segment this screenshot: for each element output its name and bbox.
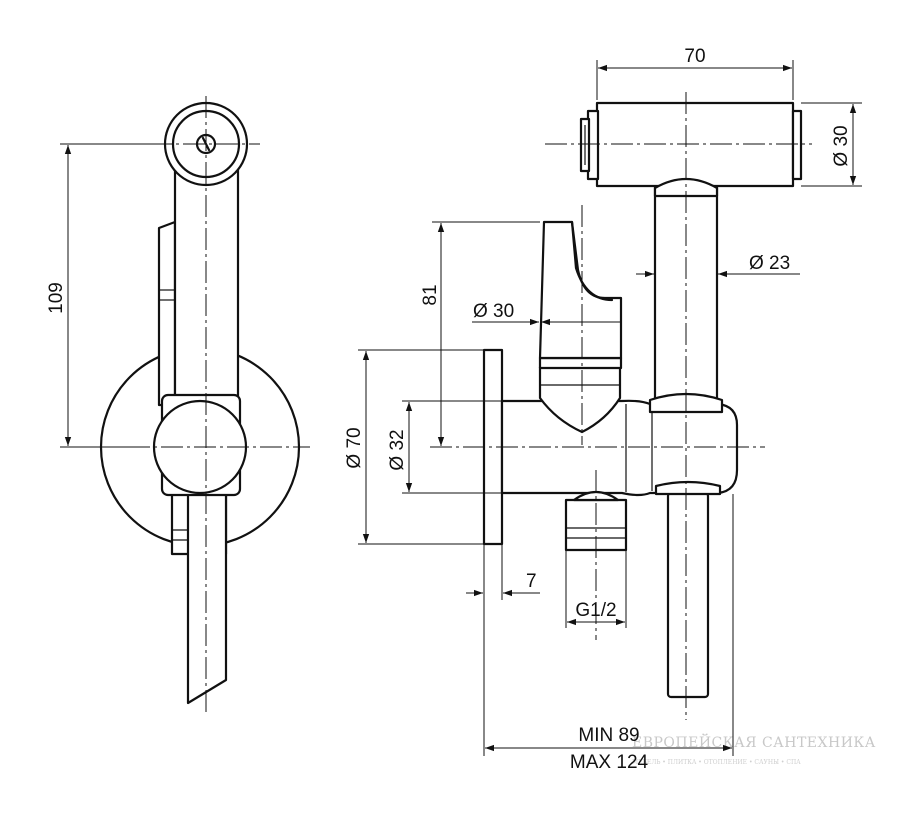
lever-cap	[538, 356, 623, 370]
hose	[666, 491, 710, 699]
side-view: 109	[46, 96, 310, 715]
dim-109-label: 109	[46, 282, 67, 314]
dim-depth-max-label: MAX 124	[570, 752, 649, 773]
dim-rosette-diameter-label: Ø 70	[344, 427, 365, 468]
dim-70-top-label: 70	[684, 46, 705, 67]
lever-body	[538, 220, 623, 360]
dim-lever-diameter-label: Ø 30	[473, 301, 514, 322]
dim-head-diameter-label: Ø 30	[831, 125, 852, 166]
valve-body	[500, 399, 739, 497]
head-end-cap-right	[791, 109, 803, 181]
dim-81-label: 81	[420, 284, 441, 305]
dim-rosette-thickness-label: 7	[526, 571, 537, 592]
side-lever	[157, 220, 177, 407]
dim-tube-diameter-label: Ø 23	[749, 253, 790, 274]
dim-depth-min-label: MIN 89	[578, 725, 639, 746]
dim-body-diameter-label: Ø 32	[387, 429, 408, 470]
watermark-subtext: МЕБЕЛЬ • ПЛИТКА • ОТОПЛЕНИЕ • САУНЫ • СП…	[632, 759, 801, 766]
side-hose	[186, 492, 228, 705]
dim-thread-label: G1/2	[575, 600, 616, 621]
front-view: 70 Ø 30 Ø 23 81 Ø 30 Ø 70 Ø 32 7	[344, 46, 862, 773]
